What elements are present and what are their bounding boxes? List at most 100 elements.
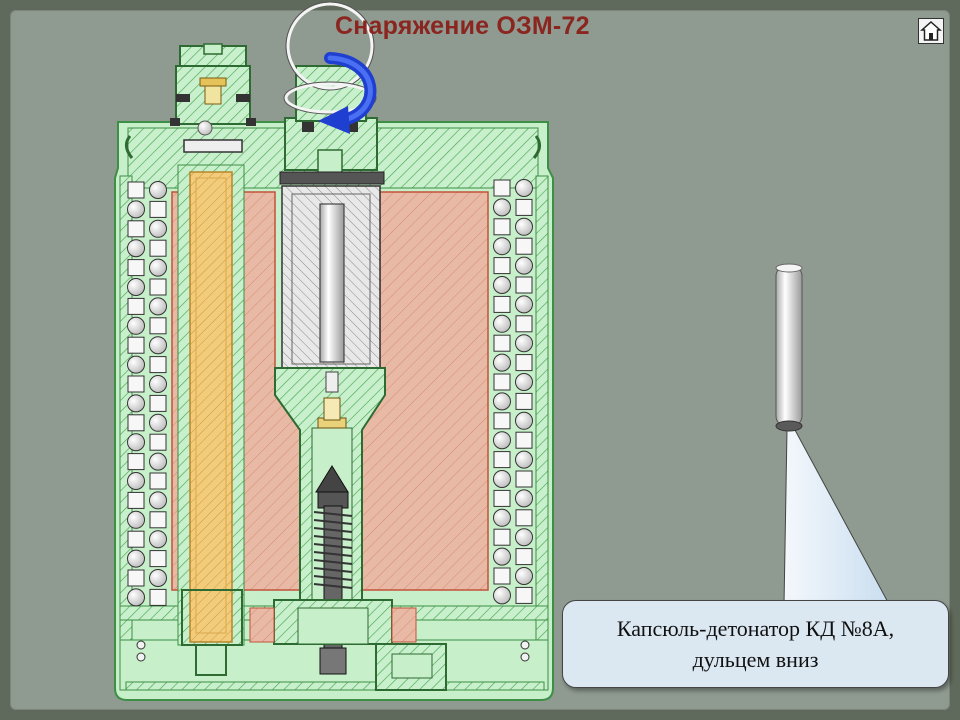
fragment-element — [127, 355, 145, 374]
fragment-element — [149, 317, 167, 335]
fragment-element — [515, 237, 533, 255]
fragment-element — [149, 588, 167, 606]
fragment-element — [149, 530, 167, 549]
fragment-element — [515, 450, 533, 469]
fragment-element — [493, 528, 511, 546]
fragment-element — [149, 511, 167, 529]
fragment-element — [127, 181, 145, 199]
fragment-element — [127, 200, 145, 219]
fragment-element — [493, 314, 511, 333]
spring-coil — [313, 511, 353, 517]
fragment-element — [493, 237, 511, 256]
fragment-element — [515, 392, 533, 410]
fragment-element — [149, 375, 167, 393]
fragment-element — [149, 472, 167, 490]
fragment-element — [149, 200, 167, 218]
fragment-element — [515, 373, 533, 391]
fragment-element — [493, 179, 511, 197]
fragment-element — [127, 278, 145, 296]
fragment-element — [515, 217, 533, 236]
spring-coil — [313, 543, 353, 549]
fragment-element — [493, 257, 511, 275]
fragment-element — [515, 295, 533, 314]
fragment-element — [515, 567, 533, 585]
fragment-element — [149, 258, 167, 277]
fuze-assembly — [249, 65, 447, 691]
fragment-element — [515, 179, 533, 197]
fragment-element — [149, 181, 167, 199]
fragment-element — [493, 353, 511, 372]
fragment-element — [515, 334, 533, 353]
fragment-element — [515, 548, 533, 566]
fragment-element — [127, 414, 145, 432]
fragment-element — [127, 316, 145, 335]
fragment-element — [493, 451, 511, 469]
fragment-element — [493, 489, 511, 507]
fragment-element — [493, 218, 511, 236]
fragment-element — [493, 586, 511, 605]
spring-coil — [313, 535, 353, 541]
fragment-element — [493, 392, 511, 411]
home-icon — [920, 20, 942, 41]
fragment-element — [515, 354, 533, 372]
fragment-element — [493, 508, 511, 527]
fragment-element — [149, 550, 167, 568]
fragment-element — [515, 509, 533, 527]
fragment-element — [127, 510, 145, 529]
fragment-element — [127, 433, 145, 452]
slide-title: Снаряжение ОЗМ-72 — [335, 12, 590, 40]
spring-coil — [313, 527, 353, 533]
fragment-column-right — [493, 179, 533, 605]
fragment-element — [127, 394, 145, 413]
fragment-element — [149, 413, 167, 432]
fragment-element — [493, 334, 511, 352]
fragment-element — [149, 239, 167, 257]
fragment-element — [127, 220, 145, 238]
spring-coil — [313, 519, 353, 525]
fragment-element — [493, 373, 511, 391]
fragment-element — [149, 278, 167, 296]
left-plug — [170, 43, 256, 153]
fragment-element — [515, 276, 533, 294]
fragment-element — [127, 472, 145, 490]
fragment-element — [127, 259, 145, 277]
spring-coil — [313, 583, 353, 589]
spring-coil — [313, 575, 353, 581]
fragment-element — [127, 453, 145, 471]
fragment-element — [149, 569, 167, 587]
spring-coil — [313, 567, 353, 573]
fragment-element — [515, 528, 533, 547]
fragment-element — [149, 219, 167, 238]
fragment-element — [149, 356, 167, 374]
rotation-arrow-icon — [318, 52, 377, 134]
fragment-element — [127, 588, 145, 607]
fragment-element — [493, 547, 511, 566]
fragment-element — [493, 295, 511, 313]
fragment-element — [149, 433, 167, 451]
callout-line-2: дульцем вниз — [692, 647, 819, 672]
spring-coil — [313, 551, 353, 557]
fragment-element — [149, 491, 167, 510]
bottom-rivets — [136, 640, 530, 662]
fragment-element — [149, 336, 167, 355]
home-button[interactable] — [918, 18, 944, 44]
fragment-element — [515, 431, 533, 449]
fragment-element — [127, 530, 145, 548]
fragment-element — [493, 276, 511, 294]
fragment-element — [515, 411, 533, 430]
fragment-element — [127, 297, 145, 315]
fragment-element — [515, 315, 533, 333]
fragment-element — [515, 198, 533, 216]
spring-coil — [313, 559, 353, 565]
fragment-element — [493, 470, 511, 488]
fragment-element — [127, 549, 145, 568]
callout-box: Капсюль-детонатор КД №8А, дульцем вниз — [562, 600, 949, 688]
fragment-element — [493, 431, 511, 450]
fragment-element — [127, 336, 145, 354]
fragment-element — [127, 569, 145, 587]
fragment-element — [515, 256, 533, 275]
detonator-kd8a-illustration — [775, 263, 803, 432]
callout-line-1: Капсюль-детонатор КД №8А, — [616, 616, 895, 641]
fragment-element — [515, 586, 533, 604]
